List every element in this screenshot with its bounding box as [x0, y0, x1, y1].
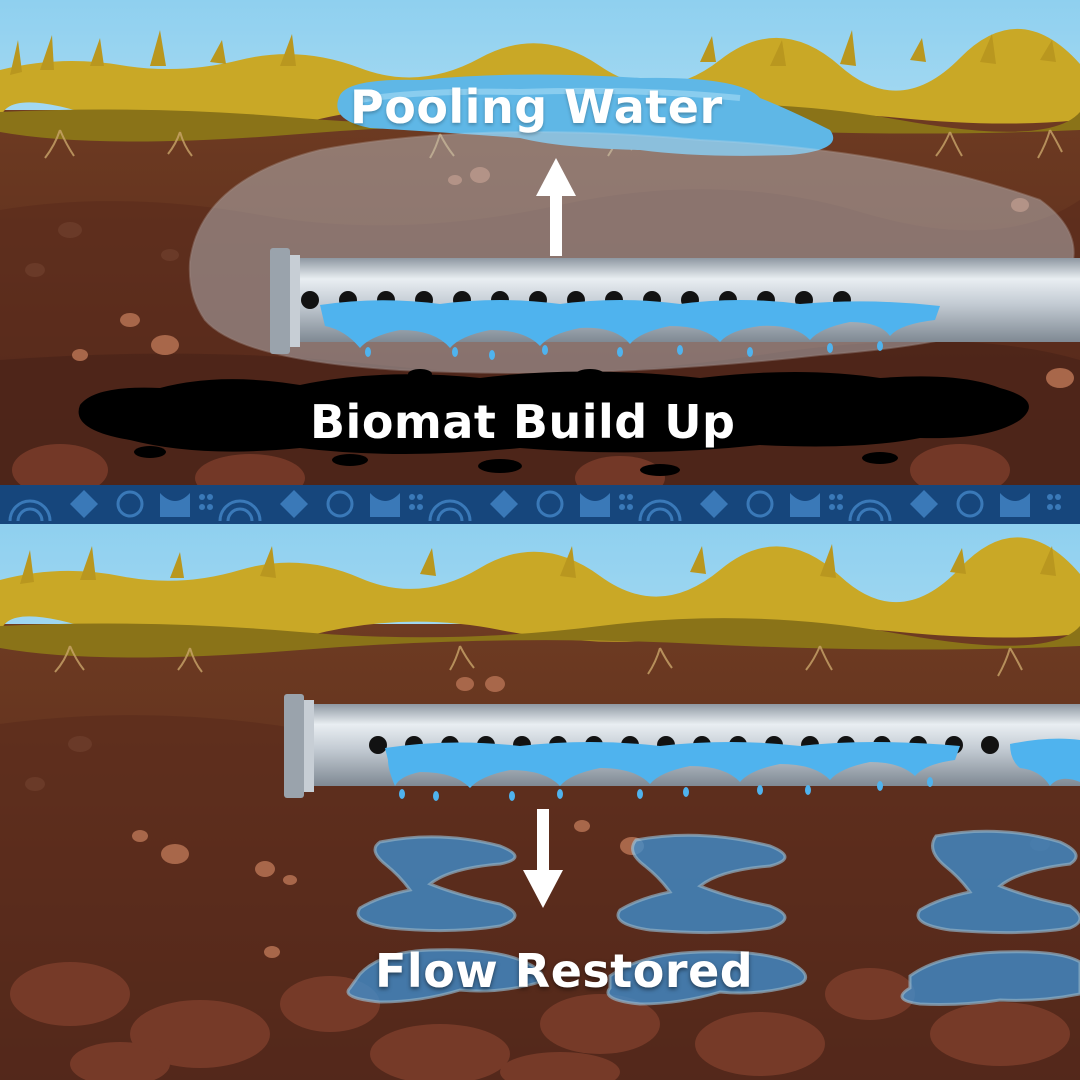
restored-drainfield-scene [0, 524, 1080, 1080]
water-drips [385, 738, 1080, 801]
failing-drainfield-illustration [0, 0, 1080, 485]
biomat-build-up-label: Biomat Build Up [310, 395, 736, 449]
arrow-up-icon [536, 158, 576, 256]
pattern-band [0, 485, 1080, 524]
decorative-divider [0, 485, 1080, 524]
pipe-end-cap [284, 694, 304, 798]
restored-drainfield-illustration [0, 524, 1080, 1080]
biomat-layer [78, 371, 1029, 454]
water-drips [320, 300, 940, 360]
flow-restored-label: Flow Restored [375, 944, 754, 998]
pipe-end-cap [270, 248, 290, 354]
perforated-pipe [270, 248, 1080, 360]
pooling-water-label: Pooling Water [350, 80, 723, 134]
arrow-down-icon [523, 809, 563, 908]
failing-drainfield-scene [0, 0, 1080, 485]
dispersed-water [346, 829, 1080, 1006]
perforated-pipe [284, 694, 1080, 801]
